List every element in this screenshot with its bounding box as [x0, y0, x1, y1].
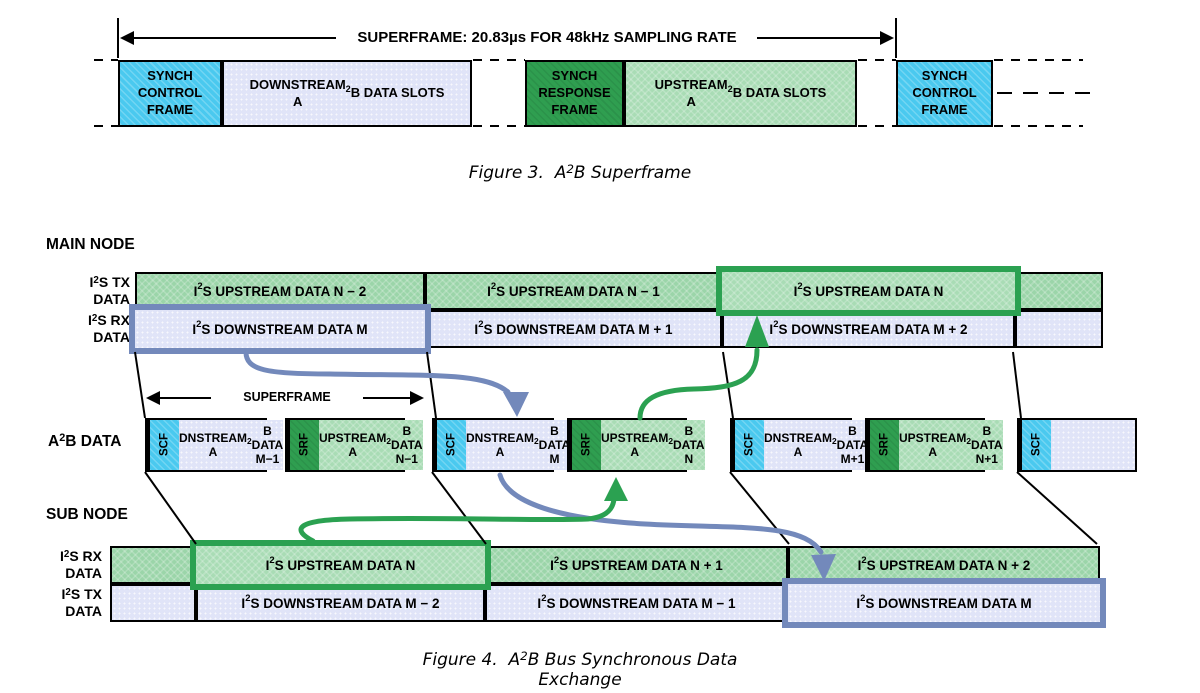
fig3-arrowhead-left	[120, 31, 134, 45]
diagonal-line	[729, 471, 790, 545]
sub-i2s-tx-data-label: I2S TX DATA	[61, 586, 102, 619]
a2b-frame-scf-empty: SCF	[1017, 418, 1137, 472]
main-node-title: MAIN NODE	[46, 236, 135, 253]
fig3-caption: Figure 3. A2B Superframe	[468, 161, 692, 183]
green-arrowhead-up	[604, 477, 628, 501]
diagonal-line	[134, 351, 146, 419]
sub-node-title: SUB NODE	[46, 506, 128, 523]
diagonal-line	[431, 471, 487, 545]
main-i2s-rx-data-label: I2S RX DATA	[87, 312, 130, 345]
scf-tag: SCF	[434, 420, 466, 470]
scf-tag: SCF	[732, 420, 764, 470]
sub-tx-block-empty	[110, 584, 196, 622]
sub-i2s-rx-data-label: I2S RX DATA	[59, 548, 102, 581]
sub-rx-block-empty	[110, 546, 196, 584]
main-tx-block-empty	[1015, 272, 1103, 310]
fig3-arrowhead-right	[880, 31, 894, 45]
a2b-data-label: A2B DATA	[48, 432, 122, 450]
diagonal-line	[1016, 471, 1098, 545]
blue-arrowhead-down	[503, 392, 529, 417]
fig3-synch-control-frame-left: SYNCH CONTROL FRAME	[118, 60, 222, 127]
a2b-superframe-label: SUPERFRAME	[243, 390, 331, 404]
green-arrow-sub-to-a2b	[298, 496, 617, 544]
fig4-caption: Figure 4. A2B Bus Synchronous Data Excha…	[422, 648, 743, 690]
srf-tag: SRF	[867, 420, 899, 470]
diagonal-line	[144, 471, 197, 545]
fig3-synch-control-frame-right: SYNCH CONTROL FRAME	[896, 60, 993, 127]
green-arrow-a2b-to-main	[637, 347, 760, 421]
main-rx-block-empty	[1015, 310, 1103, 348]
scf-tag: SCF	[1019, 420, 1051, 470]
fig4-superframe-arrowhead-right	[410, 391, 424, 405]
srf-tag: SRF	[287, 420, 319, 470]
srf-tag: SRF	[569, 420, 601, 470]
diagonal-line	[722, 351, 734, 419]
blue-arrow-main-to-a2b	[243, 349, 511, 395]
fig3-synch-response-frame: SYNCH RESPONSE FRAME	[525, 60, 624, 127]
main-i2s-tx-data-label: I2S TX DATA	[89, 274, 130, 307]
diagonal-line	[1012, 351, 1022, 419]
fig4-superframe-arrowhead-left	[146, 391, 160, 405]
diagonal-line	[426, 351, 437, 419]
fig3-superframe-label: SUPERFRAME: 20.83µs FOR 48kHz SAMPLING R…	[357, 29, 737, 46]
blue-arrow-a2b-to-sub	[497, 472, 824, 555]
scf-tag: SCF	[147, 420, 179, 470]
empty-body	[1051, 420, 1135, 470]
